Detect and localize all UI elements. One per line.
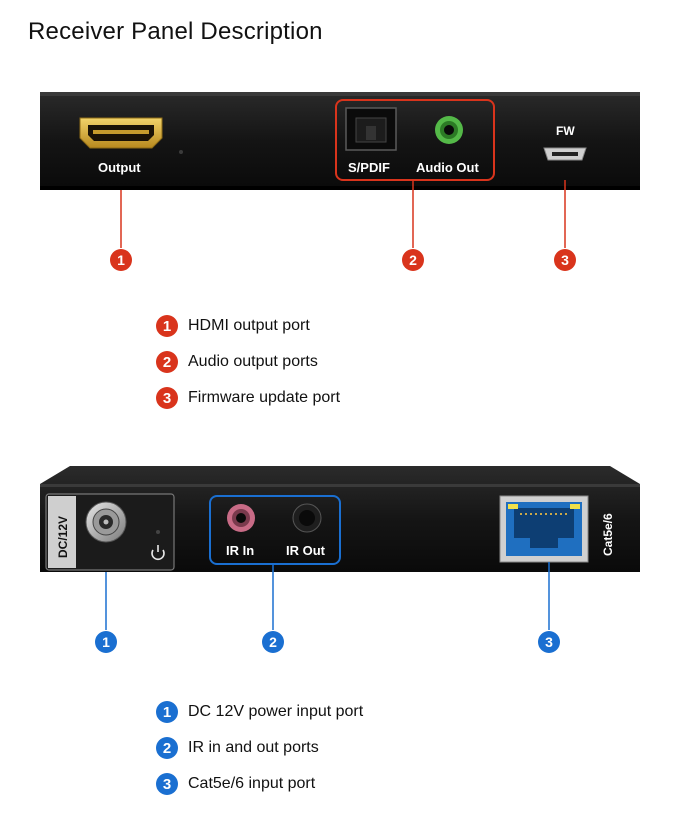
front-callout-1 [110,249,132,271]
label-spdif: S/PDIF [348,160,390,175]
legend-item: 1 HDMI output port [156,308,340,344]
audio-ports-highlight [335,99,495,181]
rear-legend: 1 DC 12V power input port 2 IR in and ou… [156,694,363,802]
micro-usb-port [543,147,587,161]
label-output: Output [98,160,141,175]
audio-out-jack [435,116,463,144]
spdif-port [345,107,397,151]
page-title: Receiver Panel Description [28,18,323,45]
rear-callout-2 [262,631,284,653]
legend-item: 3 Firmware update port [156,380,340,416]
front-panel-diagram: Output S/PDIF Audio Out FW 1 2 3 [40,92,640,271]
label-fw: FW [556,124,575,138]
legend-item: 2 Audio output ports [156,344,340,380]
front-callout-2-label: 2 [409,252,417,268]
legend-item: 2 IR in and out ports [156,730,363,766]
front-callout-3 [554,249,576,271]
rj45-port [499,495,589,563]
legend-number: 2 [156,737,178,759]
legend-text: Firmware update port [188,389,341,406]
front-callout-2 [402,249,424,271]
label-ir-in: IR In [226,543,254,558]
front-legend: 1 HDMI output port 2 Audio output ports … [156,308,340,416]
legend-number: 1 [156,701,178,723]
label-ir-out: IR Out [286,543,326,558]
hdmi-output-port [79,117,163,149]
led-icon [179,150,183,154]
rear-callout-3 [538,631,560,653]
rear-panel-diagram: DC/12V IR In IR Out Cat5e/6 1 2 [40,466,640,653]
front-callout-1-label: 1 [117,252,125,268]
legend-text: Cat5e/6 input port [188,775,316,792]
legend-text: Audio output ports [188,353,318,370]
legend-number: 1 [156,315,178,337]
legend-number: 2 [156,351,178,373]
legend-item: 1 DC 12V power input port [156,694,363,730]
dc-power-jack [85,501,127,543]
legend-text: IR in and out ports [188,739,319,756]
label-cat5e6: Cat5e/6 [601,513,615,556]
rear-callout-1-label: 1 [102,634,110,650]
legend-text: HDMI output port [188,317,310,334]
rear-callout-2-label: 2 [269,634,277,650]
label-dc12v: DC/12V [56,516,70,558]
power-led-icon [156,530,160,534]
legend-text: DC 12V power input port [188,703,364,720]
power-icon [151,545,165,561]
rear-callout-3-label: 3 [545,634,553,650]
legend-number: 3 [156,773,178,795]
ir-out-jack [292,503,322,533]
label-audio-out: Audio Out [416,160,479,175]
ir-ports-highlight [209,495,341,565]
front-device-body [40,92,640,190]
rear-callout-1 [95,631,117,653]
legend-item: 3 Cat5e/6 input port [156,766,363,802]
front-callout-3-label: 3 [561,252,569,268]
legend-number: 3 [156,387,178,409]
ir-in-jack [227,504,255,532]
